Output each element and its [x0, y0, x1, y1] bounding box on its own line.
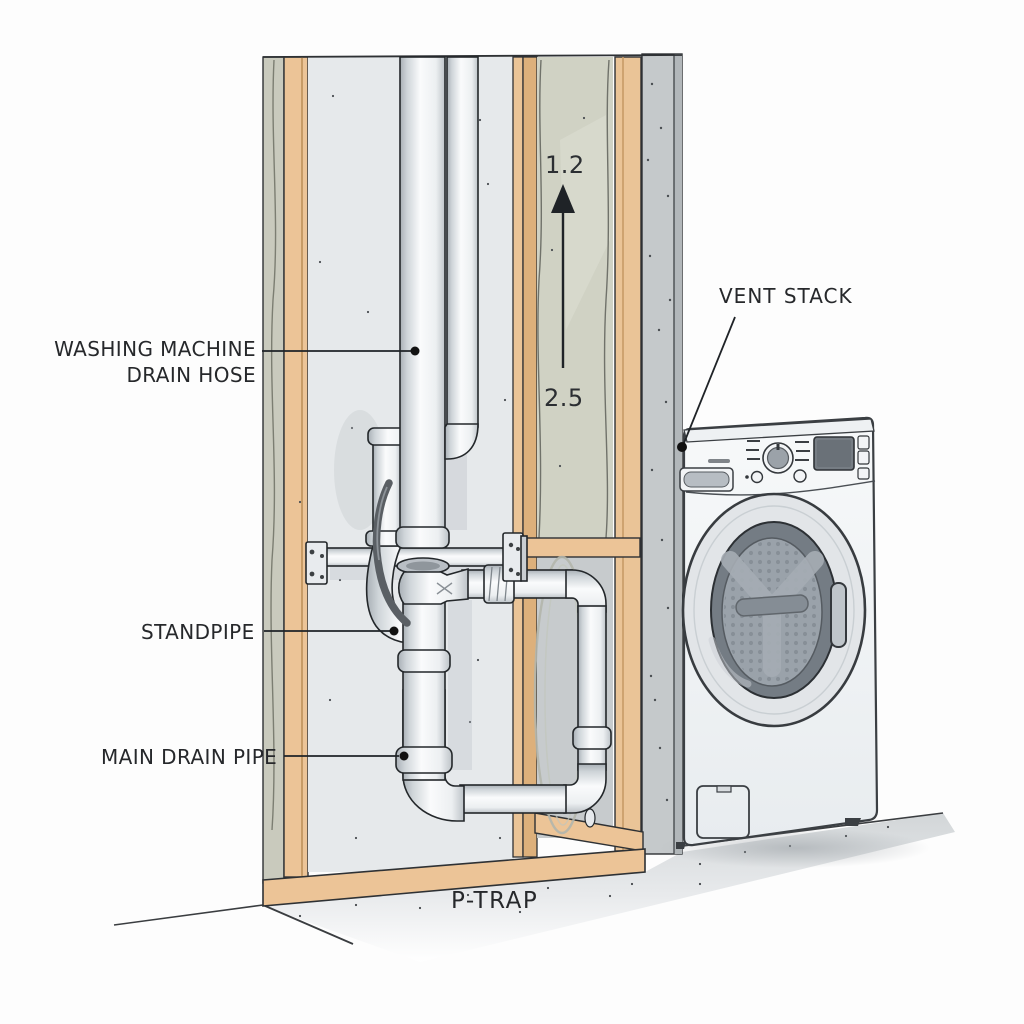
right-stud — [614, 56, 642, 852]
standpipe — [399, 56, 446, 536]
left-stud — [283, 56, 309, 878]
washer-foot-right — [845, 818, 861, 826]
coupling — [397, 649, 451, 673]
up-arrow — [551, 184, 575, 368]
glass-sheen — [708, 636, 752, 688]
washer-door[interactable] — [681, 492, 867, 728]
label-vent-stack: VENT STACK — [719, 284, 853, 308]
drywall-speckles — [298, 94, 586, 840]
pipes — [305, 56, 612, 828]
measurement-upper: 1.2 — [545, 151, 585, 179]
power-dot — [745, 475, 749, 479]
label-line-1: WASHING MACHINE — [54, 337, 256, 361]
label-main-drain-pipe: MAIN DRAIN PIPE — [101, 745, 278, 769]
washer-foot-left — [676, 842, 686, 849]
annotations — [262, 184, 736, 761]
wall-top-edge — [262, 54, 683, 58]
washer-control-panel — [679, 435, 870, 492]
coupling — [572, 726, 612, 750]
wye-fitting — [397, 567, 469, 605]
power-button[interactable] — [750, 470, 764, 484]
vent-elbow — [444, 423, 479, 460]
brand-mark — [708, 459, 730, 463]
leader-line-vent-stack — [683, 316, 736, 444]
control-panel-divider — [685, 480, 876, 496]
label-washing-machine-drain-hose: WASHING MACHINE DRAIN HOSE — [54, 336, 256, 388]
callout-dot-drain-hose — [410, 346, 420, 356]
drain-hose — [372, 479, 411, 627]
callout-dot-vent-stack — [677, 442, 687, 452]
concrete-column — [641, 53, 683, 855]
bracket-plate-right — [502, 532, 528, 582]
label-line-2: DRAIN HOSE — [126, 363, 256, 387]
option-buttons[interactable] — [857, 435, 870, 480]
measurement-lower: 2.5 — [544, 384, 584, 412]
coupling — [395, 526, 450, 549]
label-standpipe: STANDPIPE — [141, 620, 255, 644]
vent-pipe — [446, 56, 479, 428]
standpipe-group — [395, 56, 479, 605]
door-handle[interactable] — [830, 582, 847, 648]
label-p-trap: P-TRAP — [451, 888, 539, 914]
drum-paddle — [735, 594, 809, 617]
callout-dot-standpipe — [389, 626, 399, 636]
insulation-batt — [537, 57, 613, 541]
program-marks — [746, 440, 810, 461]
callout-dot-main-drain — [399, 751, 409, 761]
bottom-plate — [262, 848, 646, 907]
access-panel-latch — [716, 785, 732, 793]
middle-stud — [512, 56, 538, 858]
washing-machine — [660, 416, 930, 868]
coupling — [395, 746, 453, 774]
wood-blocking-upper — [520, 537, 641, 558]
main-drain-pipe — [395, 597, 465, 822]
start-button[interactable] — [793, 469, 807, 483]
